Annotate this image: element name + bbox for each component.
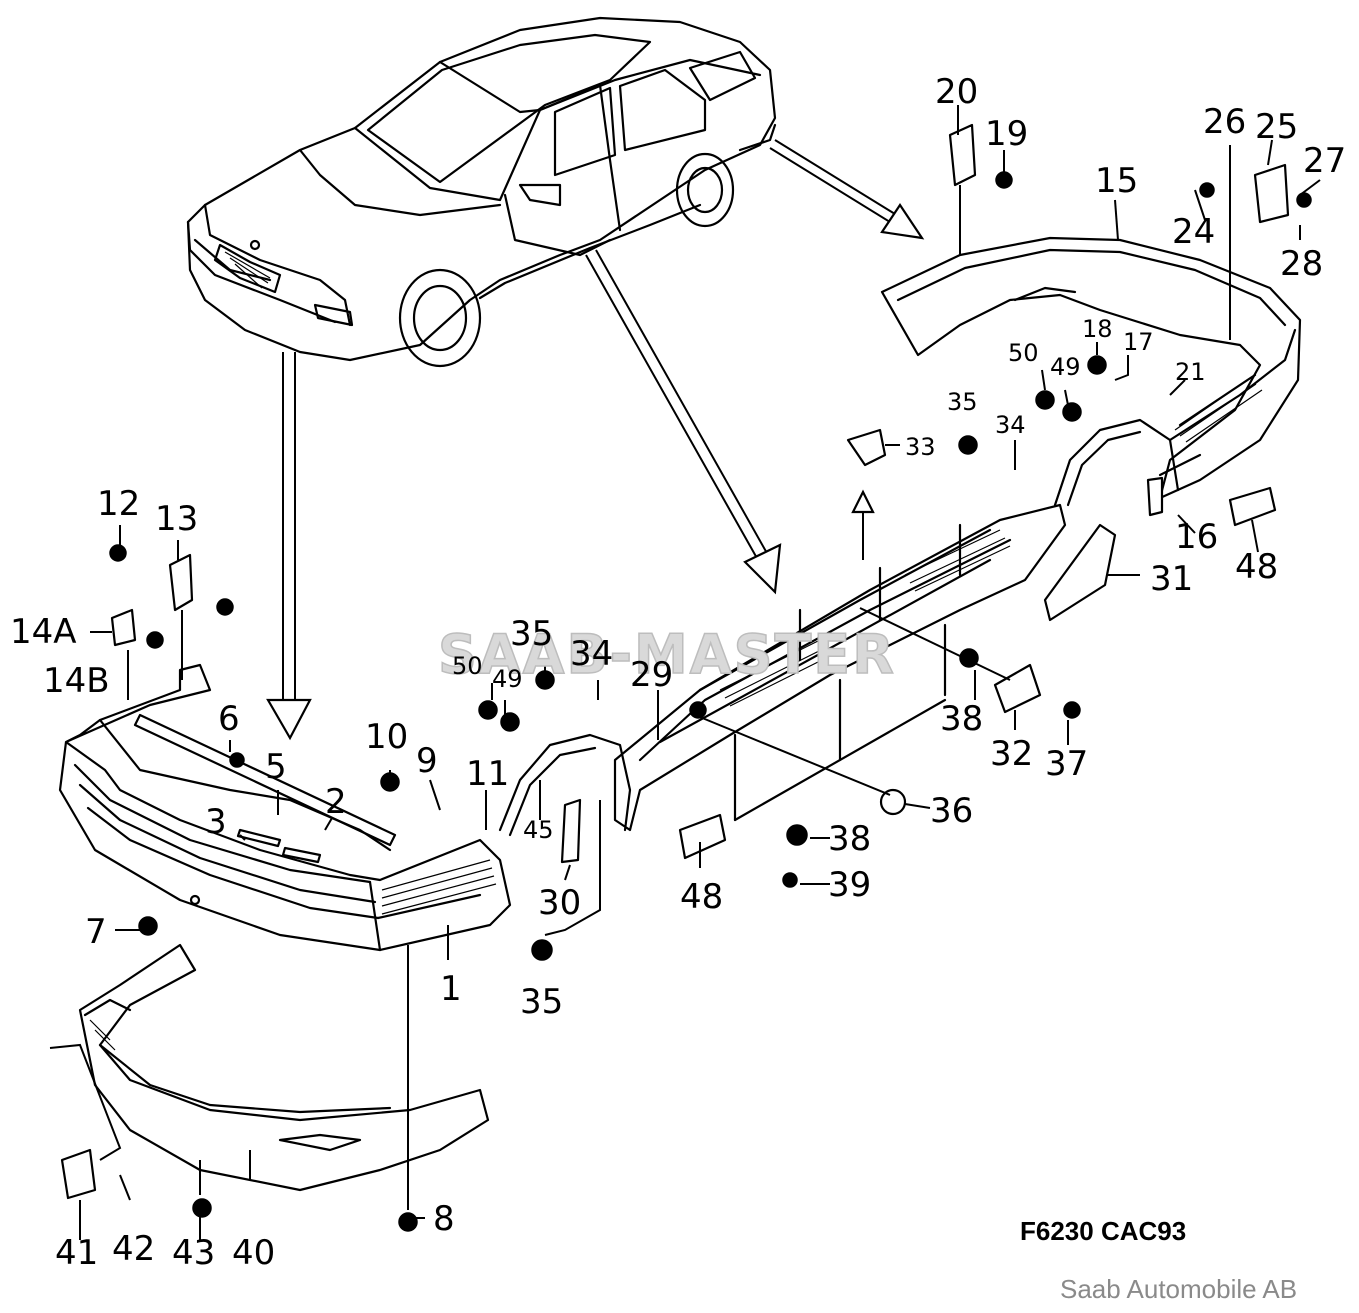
rear-wheel-arch-liner: [1053, 418, 1180, 507]
callout-37: 37: [1045, 744, 1088, 784]
callout-2: 2: [325, 782, 347, 822]
bracket-14a: [110, 608, 137, 647]
rear-bumper: [880, 236, 1302, 500]
callout-30: 30: [538, 883, 581, 923]
callout-8: 8: [433, 1199, 455, 1239]
callout-42: 42: [112, 1229, 155, 1269]
callout-10: 10: [365, 717, 408, 757]
callout-labels: 1 2 3 5 6 7 8 9 10 11 12 13 14A 14B 15 1…: [10, 72, 1346, 1273]
callout-18: 18: [1082, 315, 1113, 343]
callout-35-lower: 35: [520, 982, 563, 1022]
callout-49-front: 49: [492, 665, 523, 693]
callout-48-front: 48: [680, 877, 723, 917]
bracket-16: [1146, 476, 1164, 517]
callout-32: 32: [990, 734, 1033, 774]
callout-25: 25: [1255, 107, 1298, 147]
callout-5: 5: [265, 747, 287, 787]
callout-7: 7: [85, 912, 107, 952]
callout-24: 24: [1172, 212, 1215, 252]
clip-48-front: [678, 813, 727, 860]
callout-49-rear: 49: [1050, 353, 1081, 381]
guide-30: [560, 798, 582, 864]
callout-26: 26: [1203, 102, 1246, 142]
copyright: Saab Automobile AB: [1060, 1274, 1297, 1304]
watermark: SAAB-MASTER: [438, 623, 896, 686]
rear-bumper-arrow: [769, 139, 925, 240]
callout-43: 43: [172, 1233, 215, 1273]
callout-9: 9: [416, 741, 438, 781]
car-illustration: [186, 16, 777, 368]
callout-50-rear: 50: [1008, 339, 1039, 367]
callout-6: 6: [218, 699, 240, 739]
callout-16: 16: [1175, 517, 1218, 557]
callout-20: 20: [935, 72, 978, 112]
callout-36: 36: [930, 791, 973, 831]
callout-33: 33: [905, 433, 936, 461]
callout-41: 41: [55, 1233, 98, 1273]
callout-28: 28: [1280, 244, 1323, 284]
callout-34-rear: 34: [995, 411, 1026, 439]
callout-45: 45: [523, 816, 554, 844]
front-spoiler: [78, 943, 490, 1192]
bracket-25: [1253, 163, 1290, 224]
bracket-20: [948, 123, 977, 187]
callout-11: 11: [466, 754, 509, 794]
callout-39: 39: [828, 865, 871, 905]
callout-15: 15: [1095, 161, 1138, 201]
callout-31: 31: [1150, 559, 1193, 599]
front-bumper: [58, 663, 512, 952]
front-wheel-arch-liner: [498, 733, 632, 837]
clip-33: [846, 428, 887, 467]
side-sill-panel: [613, 503, 1067, 832]
side-sill-arrow: [585, 249, 782, 595]
callout-50-front: 50: [452, 652, 483, 680]
bracket-13: [168, 553, 194, 612]
callout-21: 21: [1175, 358, 1206, 386]
callout-40: 40: [232, 1233, 275, 1273]
callout-3: 3: [205, 802, 227, 842]
callout-35-rear: 35: [947, 388, 978, 416]
leader-lines: [49, 105, 1321, 1240]
callout-14a: 14A: [10, 612, 77, 652]
callout-38-upper: 38: [940, 699, 983, 739]
diagram-code: F6230 CAC93: [1020, 1216, 1186, 1246]
callout-1: 1: [440, 969, 462, 1009]
callout-38-lower: 38: [828, 819, 871, 859]
clip-48-rear: [1228, 486, 1277, 527]
reinforcement-31: [1043, 523, 1117, 622]
callout-29: 29: [630, 655, 673, 695]
callout-35-front: 35: [510, 614, 553, 654]
fasteners: [109, 171, 1312, 1232]
plate-32: [993, 663, 1042, 714]
callout-14b: 14B: [43, 661, 110, 701]
callout-17: 17: [1123, 328, 1154, 356]
callout-13: 13: [155, 499, 198, 539]
callout-12: 12: [97, 484, 140, 524]
callout-27: 27: [1303, 141, 1346, 181]
callout-19: 19: [985, 114, 1028, 154]
front-bumper-arrow: [266, 352, 312, 741]
clip-up-arrow: [851, 489, 875, 560]
callout-48-rear: 48: [1235, 547, 1278, 587]
callout-34-front: 34: [570, 634, 613, 674]
bracket-41: [60, 1148, 97, 1200]
